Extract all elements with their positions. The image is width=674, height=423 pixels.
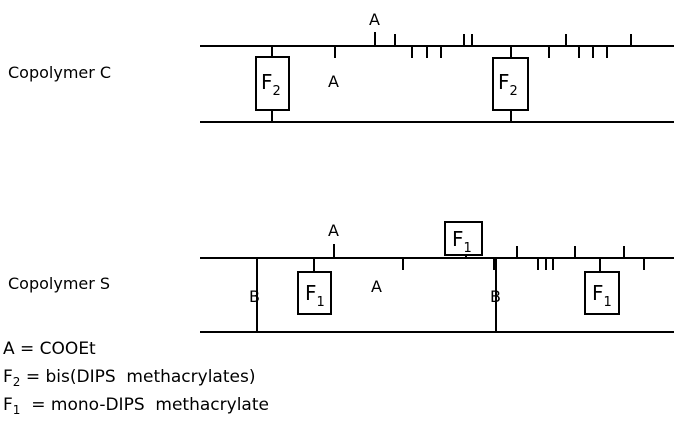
s-lower-f1-2-box (584, 271, 620, 315)
s-lower-f1-1-label: F1 (305, 281, 325, 310)
legend-f2: F2 = bis(DIPS methacrylates) (3, 367, 255, 389)
s-lower-f1-2-label: F1 (592, 281, 612, 310)
s-upper-f1-label: F1 (452, 227, 472, 256)
s-b1-label: B (249, 287, 260, 306)
c-mid-a-label: A (328, 72, 339, 91)
s-b2-label: B (490, 287, 501, 306)
legend-a: A = COOEt (3, 339, 96, 359)
copolymer-s-label: Copolymer S (8, 274, 110, 293)
s-upper-a-label: A (328, 221, 339, 240)
c-upper-a-label: A (369, 10, 380, 29)
s-upper-f1-box (444, 221, 483, 256)
c-box2-label: F2 (498, 70, 518, 99)
s-lower-f1-1-box (297, 271, 332, 315)
legend-f1: F1 = mono-DIPS methacrylate (3, 395, 269, 417)
copolymer-c-label: Copolymer C (8, 63, 111, 82)
s-lower-a-label: A (371, 277, 382, 296)
c-box1-label: F2 (261, 70, 281, 99)
